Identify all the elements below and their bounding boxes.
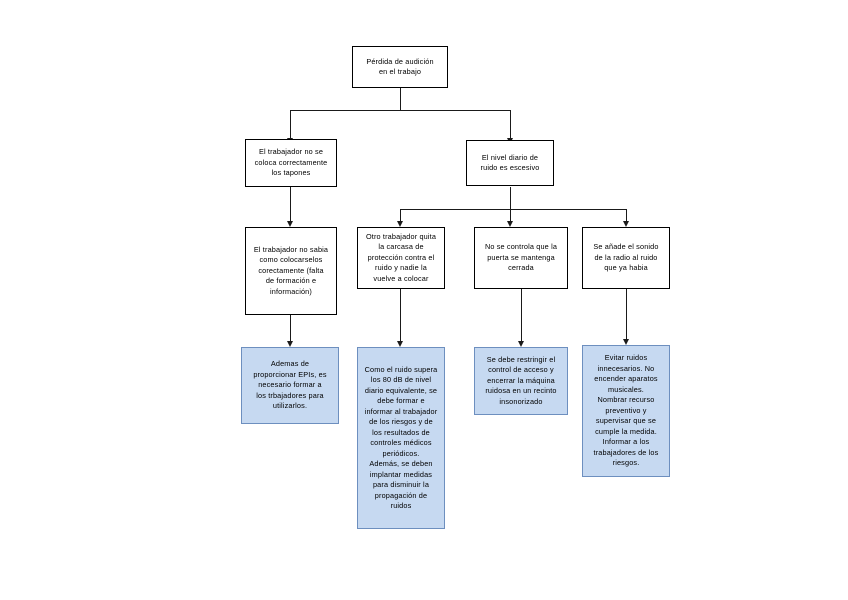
node-cause-right-label: El nivel diario de ruido es escesivo xyxy=(480,152,540,173)
node-root-label: Pérdida de audición en el trabajo xyxy=(366,56,434,77)
arrowhead-causeright-to-carcasa xyxy=(396,221,403,227)
node-solution-puerta-label: Se debe restringir el control de acceso … xyxy=(485,354,557,406)
connector-root-to-left-drop xyxy=(290,110,291,138)
connector-root-split-bar xyxy=(290,110,511,111)
connector-root-stem xyxy=(400,88,401,110)
connector-causeright-to-carcasa-drop xyxy=(400,209,401,221)
connector-causeright-split-bar xyxy=(400,209,626,210)
connector-root-to-right-drop xyxy=(510,110,511,138)
node-sub-left[interactable]: El trabajador no sabia como colocarselos… xyxy=(245,227,337,315)
node-solution-carcasa[interactable]: Como el ruido supera los 80 dB de nivel … xyxy=(357,347,445,529)
node-sub-carcasa[interactable]: Otro trabajador quita la carcasa de prot… xyxy=(357,227,445,289)
node-cause-right[interactable]: El nivel diario de ruido es escesivo xyxy=(466,140,554,186)
node-sub-radio-label: Se añade el sonido de la radio al ruido … xyxy=(593,242,659,273)
node-sub-puerta-label: No se controla que la puerta se mantenga… xyxy=(484,242,558,273)
connector-causeleft-to-subleft xyxy=(290,187,291,221)
node-solution-radio[interactable]: Evitar ruidos innecesarios. No encender … xyxy=(582,345,670,477)
arrowhead-causeleft-to-subleft xyxy=(286,221,293,227)
connector-causeright-stem xyxy=(510,187,511,221)
node-solution-carcasa-label: Como el ruido supera los 80 dB de nivel … xyxy=(364,364,438,511)
connector-subleft-to-solleft xyxy=(290,315,291,341)
node-root[interactable]: Pérdida de audición en el trabajo xyxy=(352,46,448,88)
node-sub-carcasa-label: Otro trabajador quita la carcasa de prot… xyxy=(365,231,437,283)
node-sub-puerta[interactable]: No se controla que la puerta se mantenga… xyxy=(474,227,568,289)
node-solution-left-label: Ademas de proporcionar EPIs, es necesari… xyxy=(253,359,327,411)
node-sub-radio[interactable]: Se añade el sonido de la radio al ruido … xyxy=(582,227,670,289)
arrowhead-causeright-to-radio xyxy=(622,221,629,227)
connector-subpuerta-to-solpuerta xyxy=(521,289,522,341)
connector-subcarcasa-to-solcarcasa xyxy=(400,289,401,341)
arrowhead-causeright-to-puerta xyxy=(506,221,513,227)
node-solution-radio-label: Evitar ruidos innecesarios. No encender … xyxy=(593,353,659,468)
node-solution-left[interactable]: Ademas de proporcionar EPIs, es necesari… xyxy=(241,347,339,424)
connector-causeright-to-radio-drop xyxy=(626,209,627,221)
node-cause-left-label: El trabajador no se coloca correctamente… xyxy=(254,147,328,178)
arrowhead-subradio-to-solradio xyxy=(622,339,629,345)
arrowhead-subleft-to-solleft xyxy=(286,341,293,347)
node-cause-left[interactable]: El trabajador no se coloca correctamente… xyxy=(245,139,337,187)
connector-subradio-to-solradio xyxy=(626,289,627,339)
arrowhead-subcarcasa-to-solcarcasa xyxy=(396,341,403,347)
arrowhead-subpuerta-to-solpuerta xyxy=(517,341,524,347)
node-sub-left-label: El trabajador no sabia como colocarselos… xyxy=(253,244,329,296)
node-solution-puerta[interactable]: Se debe restringir el control de acceso … xyxy=(474,347,568,415)
